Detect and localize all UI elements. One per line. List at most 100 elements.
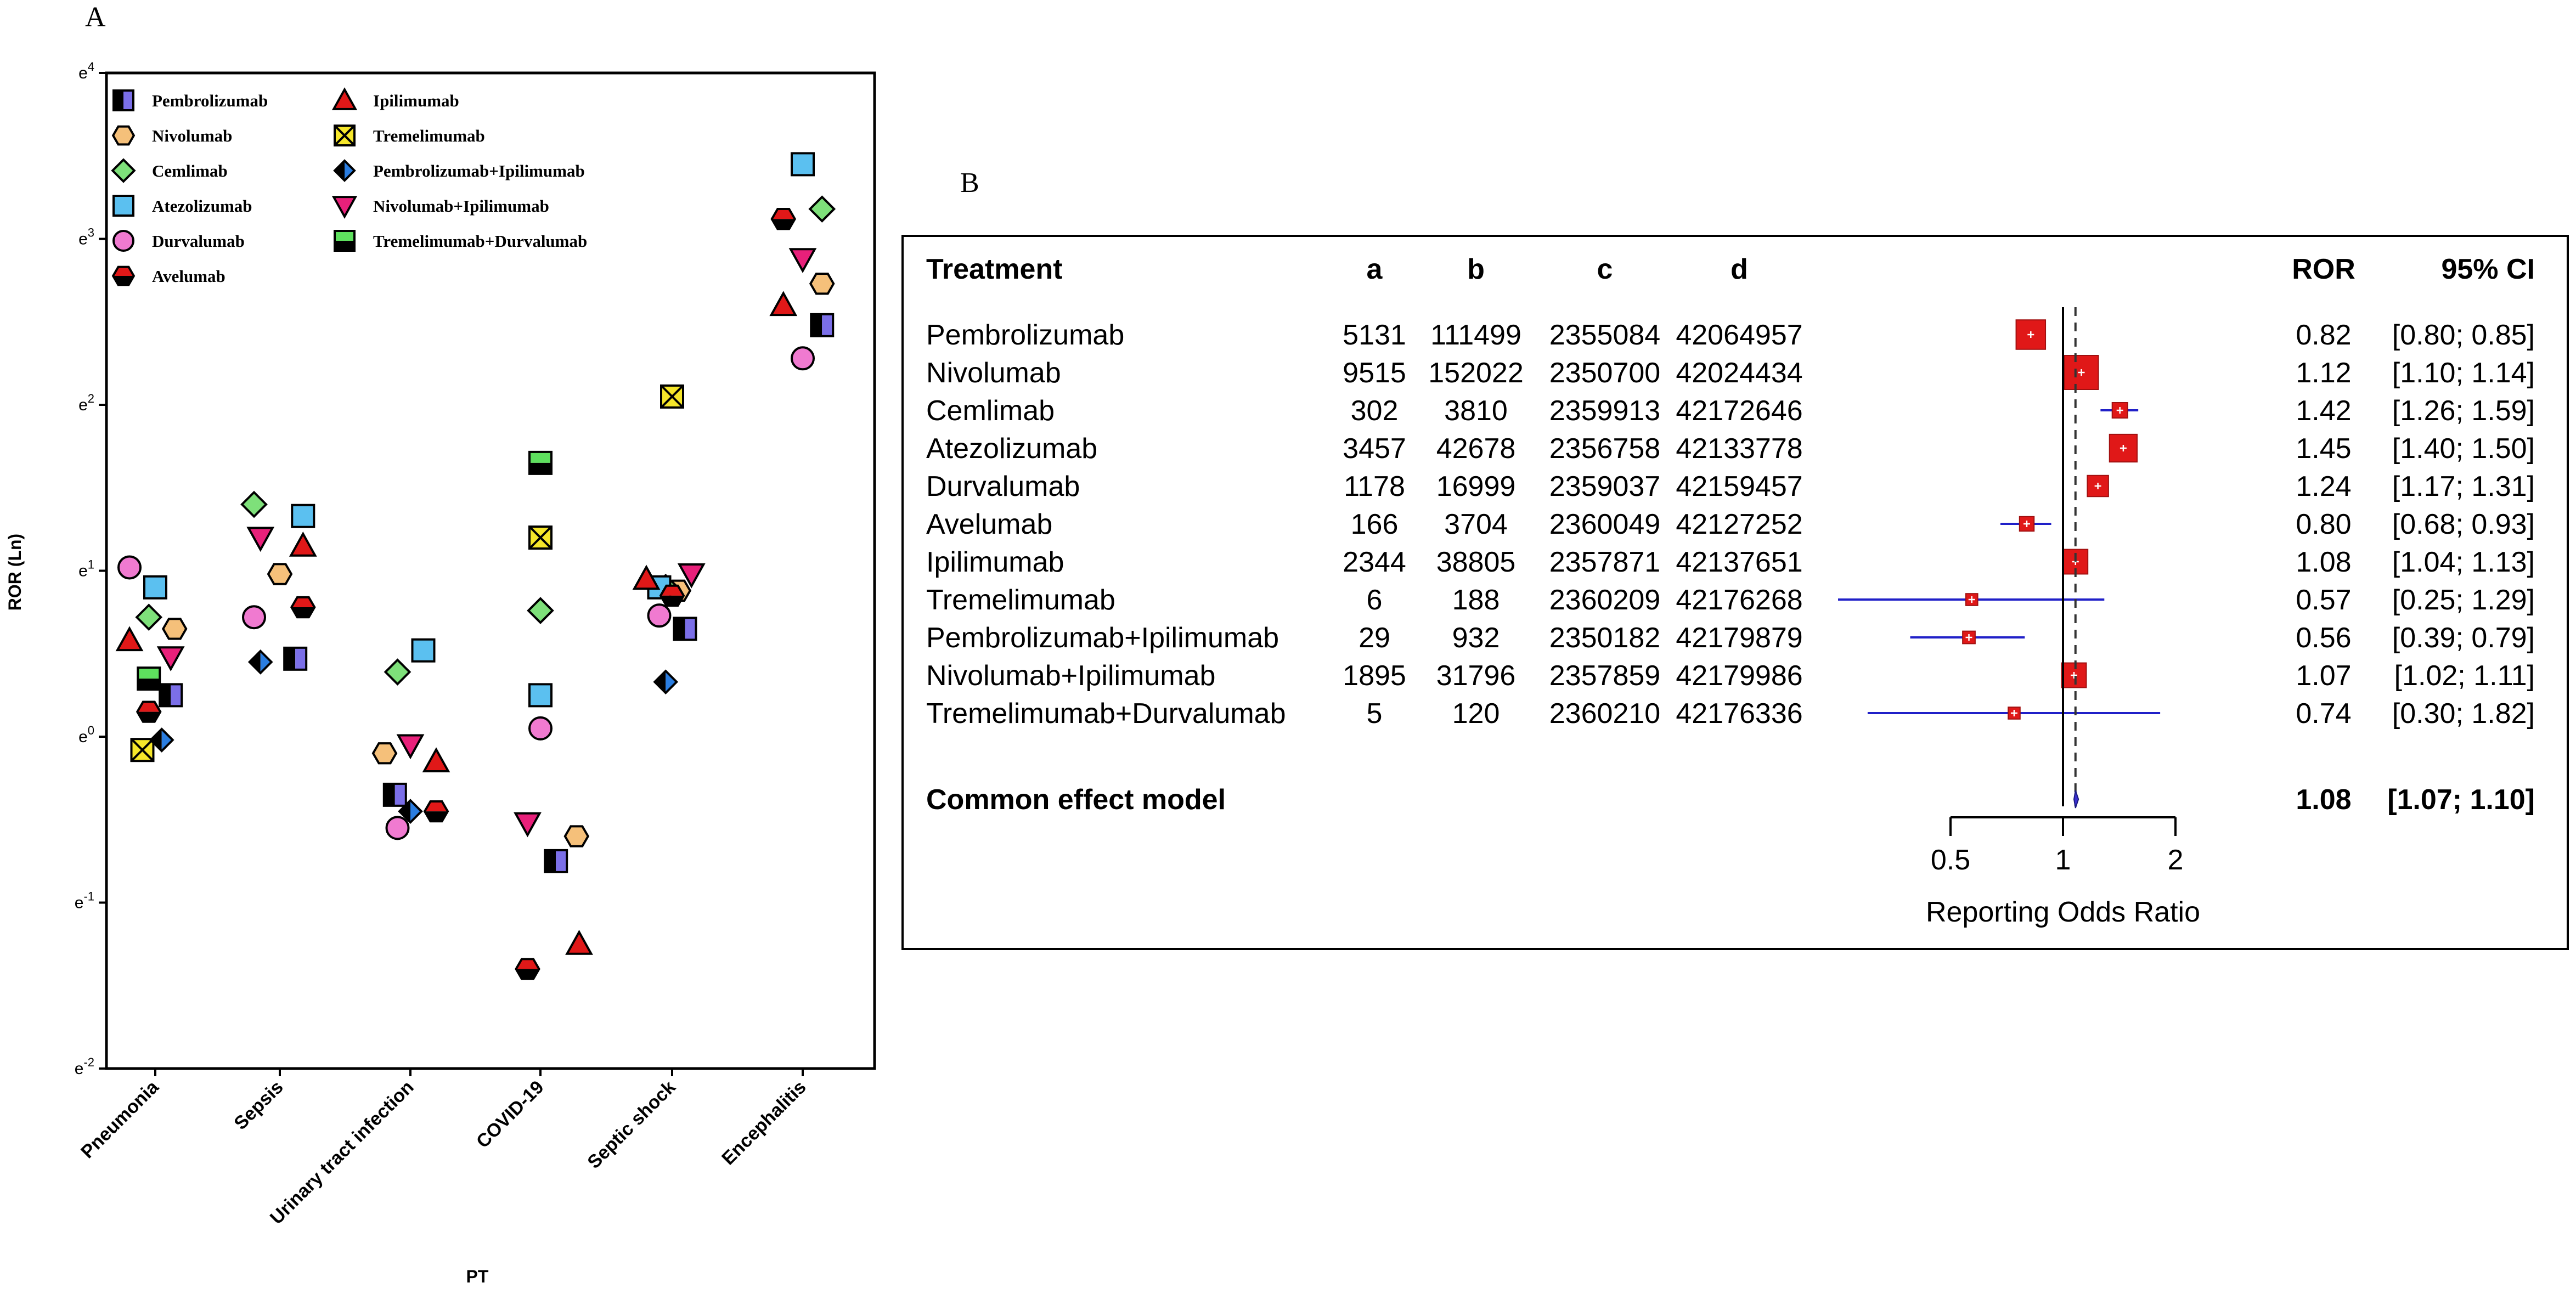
point-avelumab-top [137,702,161,712]
row-treatment: Nivolumab+Ipilimumab [926,660,1215,692]
row-ror: 1.42 [2296,395,2351,427]
panel-a-y-axis-label: ROR (Ln) [5,534,25,611]
point-atezolizumab [143,575,167,600]
legend-label-nivolumab-ipilimumab: Nivolumab+Ipilimumab [373,196,549,216]
point-atezolizumab [791,152,815,177]
header-c: c [1597,253,1613,285]
estimate-box [2109,433,2138,463]
point-durvalumab [791,346,815,371]
point-tremelimumab-cross-b [528,525,553,550]
y-tick-base: e [78,728,88,746]
legend-marker-pembrolizumab-ipilimumab-left [335,161,345,180]
point-pembrolizumab-right [394,783,406,806]
point-pembrolizumab-ipilimumab-outline [398,799,423,824]
point-pembrolizumab-ipilimumab-right [161,729,173,751]
row-b: 38805 [1436,546,1516,578]
y-tick-exponent: -2 [83,1055,94,1069]
legend-marker-nivolumab-ipilimumab [331,196,358,219]
row-treatment: Pembrolizumab [926,319,1124,351]
legend-marker-tremelimumab-durvalumab [334,230,356,252]
point-pembrolizumab-ipilimumab-outline [149,727,174,753]
row-ror: 1.24 [2296,471,2351,502]
point-pembrolizumab-right [685,618,696,640]
legend-label-pembrolizumab-ipilimumab: Pembrolizumab+Ipilimumab [373,161,585,180]
point-nivolumab-ipilimumab [788,248,817,273]
x-tick-label: Sepsis [230,1077,287,1134]
row-d: 42137651 [1676,546,1802,578]
point-avelumab-bottom [291,607,315,618]
legend-marker-tremelimumab-durvalumab-outline [334,230,356,252]
y-tick-base: e [78,64,88,82]
row-a: 5131 [1343,319,1406,351]
row-c: 2355084 [1549,319,1660,351]
row-b: 120 [1452,698,1500,730]
y-tick-label: e0 [78,724,94,746]
row-b: 3704 [1444,508,1508,540]
legend-label-avelumab: Avelumab [152,267,226,286]
row-d: 42179986 [1676,660,1802,692]
y-tick-exponent: 4 [88,60,94,74]
forest-x-tick-label: 1 [2055,844,2071,876]
point-ipilimumab [422,747,450,772]
point-pembrolizumab-outline [283,646,308,671]
y-tick-exponent: 2 [88,392,94,405]
point-tremelimumab-durvalumab-top [529,451,551,463]
legend-marker-nivolumab [111,125,136,146]
panel-a-plot-frame [105,71,876,1070]
point-ipilimumab [769,291,798,317]
header-d: d [1731,253,1748,285]
legend-label-cemlimab: Cemlimab [152,161,228,180]
summary-ci: [1.07; 1.10] [2387,784,2535,816]
point-durvalumab [242,605,266,630]
row-b: 42678 [1436,433,1516,465]
legend-marker-pembrolizumab-left [114,91,123,110]
legend-marker-avelumab-bottom [113,276,134,285]
point-nivolumab-ipilimumab [396,734,425,760]
point-tremelimumab-durvalumab-bottom [138,679,160,690]
y-tick-base: e [75,894,84,912]
row-treatment: Cemlimab [926,395,1055,427]
point-pembrolizumab-ipilimumab-right [666,671,677,693]
point-avelumab-outline [659,584,685,607]
point-pembrolizumab-left [674,618,685,640]
y-tick-label: e4 [78,60,94,82]
point-ipilimumab [289,532,317,557]
point-nivolumab-ipilimumab [677,563,706,589]
row-ror: 0.74 [2296,698,2351,730]
row-b: 3810 [1444,395,1508,427]
row-c: 2360209 [1549,584,1660,616]
point-avelumab-outline [770,208,797,230]
legend-marker-avelumab-outline [111,265,136,286]
row-ror: 1.12 [2296,357,2351,389]
panel-a-label: A [85,2,106,33]
legend-marker-tremelimumab-durvalumab-top [335,231,354,241]
point-pembrolizumab-ipilimumab-left [655,671,666,693]
legend-marker-durvalumab [112,230,134,252]
legend-marker-pembrolizumab-ipilimumab-right [345,161,354,180]
panel-b-header-row: Treatment a b c d ROR 95% CI [926,253,2535,285]
y-tick-base: e [75,1060,84,1078]
point-pembrolizumab-left [160,684,171,707]
point-pembrolizumab-ipilimumab-right [260,651,272,673]
point-nivolumab [267,563,293,585]
y-tick-label: e-1 [75,890,94,912]
point-avelumab-top [661,585,684,596]
row-ci: [1.40; 1.50] [2392,433,2535,465]
row-ror: 1.08 [2296,546,2351,578]
point-avelumab [290,596,316,619]
point-tremelimumab-durvalumab [137,666,161,691]
point-pembrolizumab-ipilimumab [247,649,273,675]
row-d: 42176268 [1676,584,1802,616]
row-d: 42064957 [1676,319,1802,351]
point-nivolumab [563,825,590,847]
point-cemlimab [384,658,412,686]
